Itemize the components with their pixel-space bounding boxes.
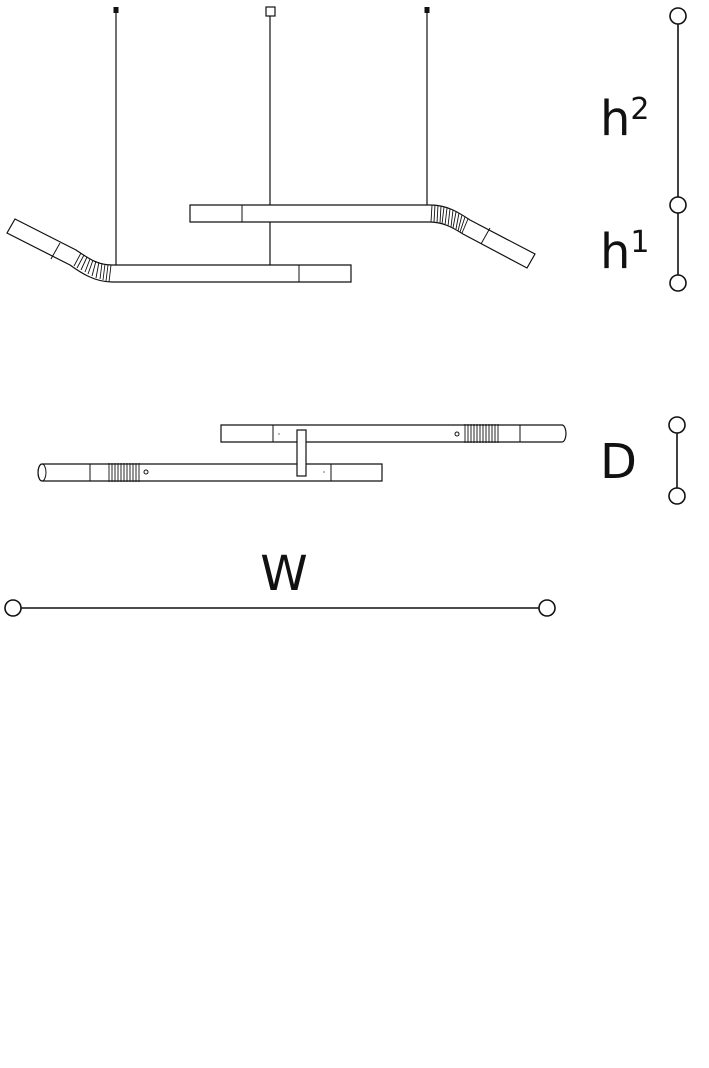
dimension-node xyxy=(669,7,687,25)
dimension-label-h2: h2 xyxy=(600,91,650,147)
mount-screw xyxy=(143,469,149,475)
dimension-label-h1: h1 xyxy=(600,224,650,280)
upper-tube-end-joint xyxy=(480,227,491,245)
upper-flex-joint xyxy=(430,204,469,234)
dimension-h2: h2 xyxy=(600,7,687,197)
center-connector xyxy=(296,429,307,477)
dimension-node xyxy=(538,599,556,617)
top-view-rear-flex-joint xyxy=(464,424,499,443)
lower-light-tube xyxy=(6,218,352,283)
suspension-cable-left xyxy=(113,7,119,265)
dimension-node xyxy=(4,599,22,617)
suspension-cable-center xyxy=(265,6,276,265)
dimension-node xyxy=(669,196,687,214)
ceiling-anchor-left xyxy=(113,7,119,13)
top-view-front-flex-joint xyxy=(108,463,140,482)
top-view-rear-tube xyxy=(220,424,567,443)
dimension-h1: h1 xyxy=(600,196,687,292)
ceiling-anchor-right xyxy=(424,7,430,13)
dimension-label-width: W xyxy=(260,546,307,602)
lower-tube-end-joint xyxy=(50,242,61,260)
dimension-width: W xyxy=(4,546,556,617)
ceiling-anchor-center xyxy=(265,6,276,17)
lower-flex-joint xyxy=(73,252,112,283)
dimension-node xyxy=(669,274,687,292)
upper-light-tube xyxy=(189,204,536,269)
dimension-depth: D xyxy=(600,416,686,505)
dimension-node xyxy=(668,487,686,505)
top-view xyxy=(37,424,567,482)
front-view xyxy=(6,6,536,283)
dimension-node xyxy=(668,416,686,434)
mount-screw xyxy=(454,431,460,437)
suspension-cable-right xyxy=(424,7,430,205)
dimension-label-depth: D xyxy=(600,434,637,490)
top-view-front-tube xyxy=(37,463,383,482)
